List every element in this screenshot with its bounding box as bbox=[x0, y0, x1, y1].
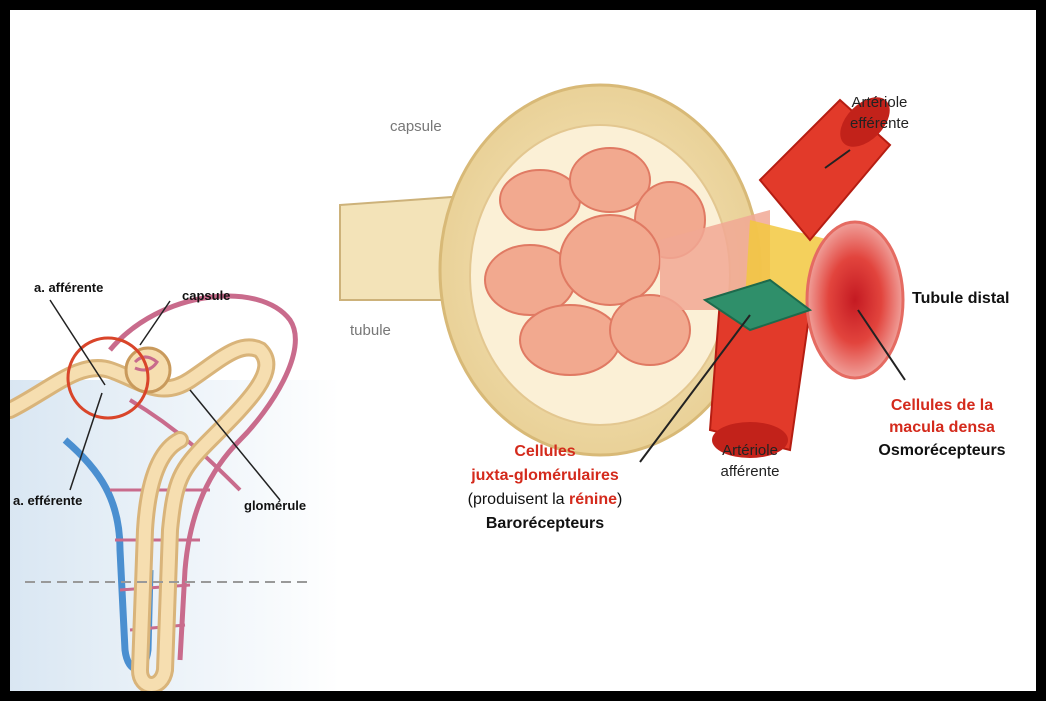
juxta-line1: Cellules bbox=[420, 440, 670, 464]
afferent-arteriole-line1: Artériole bbox=[700, 440, 800, 461]
efferent-arteriole-line1: Artériole bbox=[850, 92, 909, 113]
label-efferent-arteriole: Artériole efférente bbox=[850, 92, 909, 134]
label-afferent-arteriole: Artériole afférente bbox=[700, 440, 800, 482]
efferent-arteriole-line2: efférente bbox=[850, 113, 909, 134]
diagram-canvas: a. afférente capsule a. efférente glomér… bbox=[10, 10, 1036, 691]
label-capsule-right: capsule bbox=[390, 118, 442, 135]
macula-line1: Cellules de la bbox=[852, 395, 1032, 417]
label-tubule-distal: Tubule distal bbox=[912, 288, 1009, 310]
label-glomerule: glomérule bbox=[244, 498, 306, 513]
label-osmoreceptors: Osmorécepteurs bbox=[852, 440, 1032, 462]
label-baroreceptors: Barorécepteurs bbox=[420, 512, 670, 536]
glomerulus-illustration bbox=[340, 85, 905, 462]
label-macula-densa: Cellules de la macula densa bbox=[852, 395, 1032, 439]
label-juxta-glomerular: Cellules juxta-glomérulaires (produisent… bbox=[420, 440, 670, 536]
juxta-line3-post: ) bbox=[617, 491, 622, 508]
label-afferent-artery: a. afférente bbox=[34, 280, 103, 295]
juxta-line2: juxta-glomérulaires bbox=[420, 464, 670, 488]
label-tubule: tubule bbox=[350, 322, 391, 339]
label-capsule-left: capsule bbox=[182, 288, 230, 303]
juxta-line3: (produisent la rénine) bbox=[420, 488, 670, 512]
juxta-renin: rénine bbox=[569, 491, 617, 508]
macula-line2: macula densa bbox=[852, 417, 1032, 439]
afferent-arteriole-line2: afférente bbox=[700, 461, 800, 482]
label-efferent-artery: a. efférente bbox=[13, 493, 82, 508]
juxta-line3-pre: (produisent la bbox=[468, 491, 569, 508]
